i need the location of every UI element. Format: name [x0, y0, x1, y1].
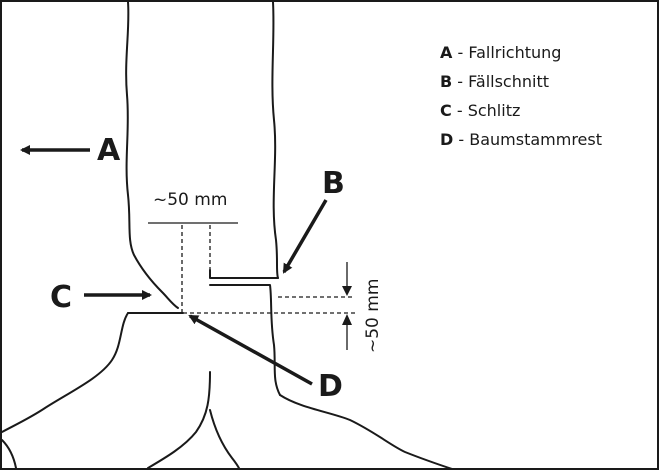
legend-key: C: [440, 101, 452, 120]
legend-item-c: C - Schlitz: [440, 96, 602, 125]
root-line-inner-right: [209, 409, 241, 470]
root-flare-left: [1, 312, 129, 433]
dim-tick-down: [342, 286, 352, 296]
arrow-b: [282, 199, 328, 274]
arrow-d: [188, 314, 313, 386]
root-line-inner-left: [147, 371, 211, 469]
dim-tick-up: [342, 314, 352, 325]
legend-separator: -: [453, 130, 470, 149]
dimension-label-vertical: ~50 mm: [363, 279, 383, 353]
legend-item-a: A - Fallrichtung: [440, 38, 602, 67]
legend-key: D: [440, 130, 454, 149]
dimension-label-horizontal: ~50 mm: [153, 190, 227, 210]
legend-text: Schlitz: [467, 101, 521, 120]
legend-key: A: [440, 43, 453, 62]
root-line-far-left: [1, 439, 17, 469]
legend-separator: -: [452, 72, 469, 91]
trunk-left-contour: [125, 1, 179, 309]
root-flare-right: [279, 394, 456, 470]
callout-b: B: [322, 166, 345, 201]
callout-c: C: [50, 280, 72, 315]
trunk-right-contour: [271, 1, 279, 279]
felling-cut: [209, 269, 281, 396]
legend-item-b: B - Fällschnitt: [440, 67, 602, 96]
callout-a: A: [97, 133, 121, 168]
legend-key: B: [440, 72, 453, 91]
legend-text: Fällschnitt: [468, 72, 549, 91]
legend-text: Baumstammrest: [469, 130, 603, 149]
legend-separator: -: [452, 43, 469, 62]
legend-text: Fallrichtung: [468, 43, 562, 62]
callout-d: D: [318, 369, 343, 404]
legend-separator: -: [451, 101, 468, 120]
legend-item-d: D - Baumstammrest: [440, 125, 602, 154]
legend: A - Fallrichtung B - Fällschnitt C - Sch…: [440, 38, 602, 154]
